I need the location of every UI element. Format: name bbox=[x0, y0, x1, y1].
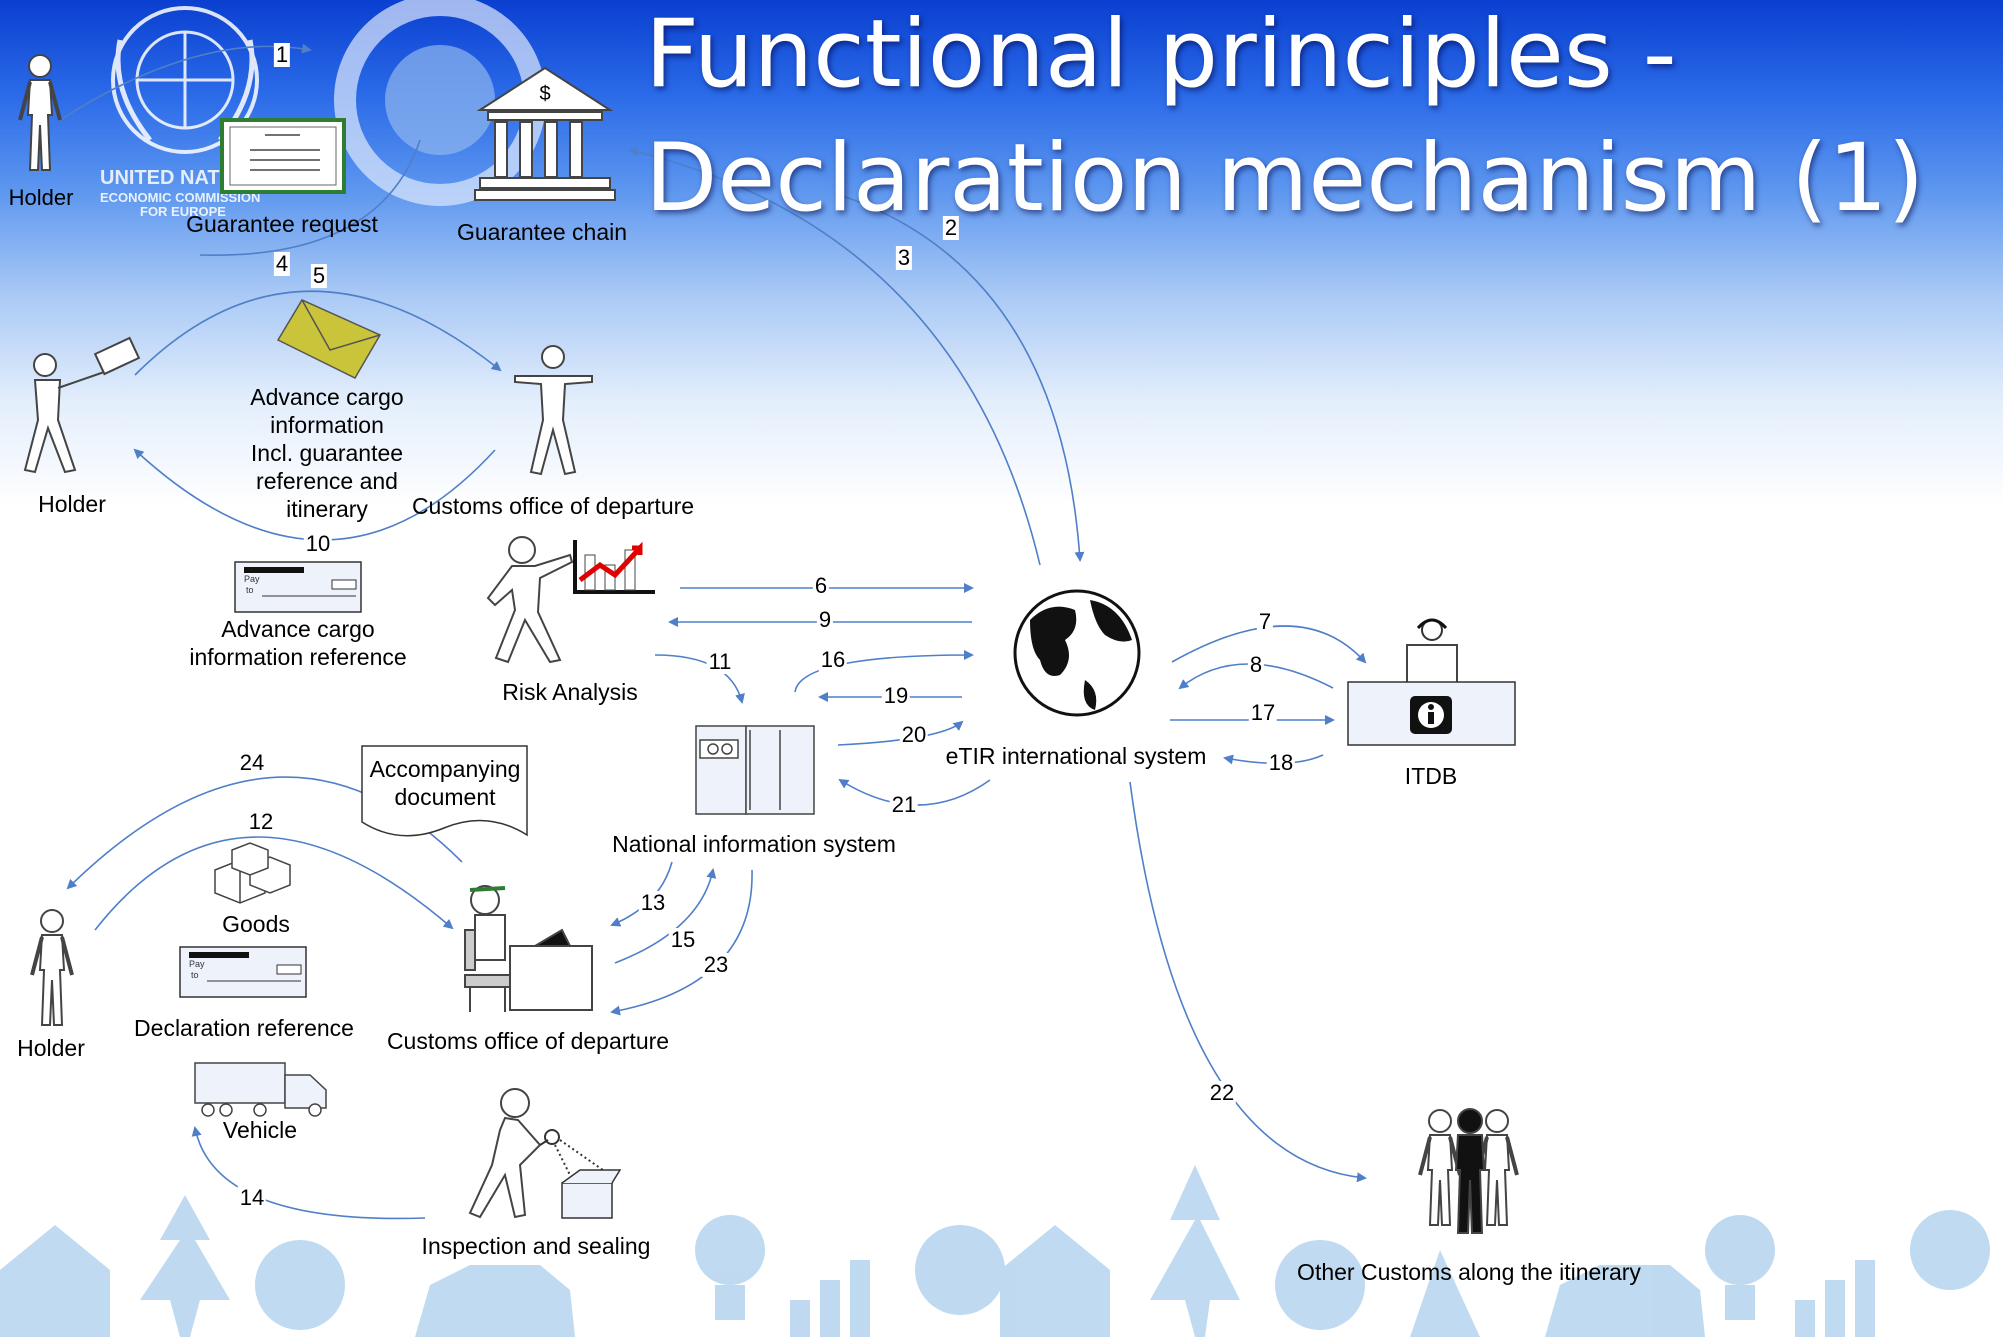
holder-acid-label: Holder bbox=[38, 491, 106, 517]
step-17: 17 bbox=[1248, 700, 1278, 725]
step-19: 19 bbox=[881, 683, 911, 708]
acid-reference-label: Advance cargo information reference bbox=[189, 616, 407, 670]
arrow-2 bbox=[839, 194, 1085, 562]
risk-analysis-figure bbox=[486, 536, 574, 664]
step-14: 14 bbox=[237, 1185, 267, 1210]
declaration-reference-cheque-icon: Pay to bbox=[179, 946, 307, 998]
svg-text:Pay: Pay bbox=[189, 959, 205, 969]
itdb-label: ITDB bbox=[1404, 763, 1458, 789]
document-icon bbox=[361, 745, 528, 837]
box-icon bbox=[561, 1169, 622, 1219]
bank-icon bbox=[474, 66, 616, 201]
customs-officer-figure bbox=[514, 345, 593, 476]
flow-arrows bbox=[59, 43, 1367, 1220]
inspection-label: Inspection and sealing bbox=[421, 1233, 651, 1259]
arrow-5 bbox=[134, 290, 502, 376]
step-15: 15 bbox=[668, 927, 698, 952]
step-16: 16 bbox=[818, 647, 848, 672]
magnifier-icon bbox=[539, 1129, 611, 1186]
accompanying-document-label: Accompanying document bbox=[369, 756, 521, 810]
step-10: 10 bbox=[303, 531, 333, 556]
chart-icon bbox=[573, 540, 655, 594]
step-5: 5 bbox=[310, 263, 328, 288]
arrow-3 bbox=[628, 147, 1041, 566]
customs-departure-1-label: Customs office of departure bbox=[411, 493, 695, 519]
holder-top-figure bbox=[18, 53, 62, 172]
vehicle-label: Vehicle bbox=[222, 1117, 298, 1143]
bank-dollar-symbol: $ bbox=[539, 83, 551, 105]
truck-icon bbox=[194, 1062, 327, 1117]
boxes-icon bbox=[214, 842, 291, 904]
arrow-4 bbox=[199, 139, 421, 256]
guarantee-request-label: Guarantee request bbox=[186, 211, 378, 237]
step-13: 13 bbox=[638, 890, 668, 915]
step-21: 21 bbox=[889, 792, 919, 817]
holder-bottom-figure bbox=[30, 908, 74, 1027]
step-20: 20 bbox=[899, 722, 929, 747]
page-title-line-1: Functional principles - bbox=[645, 0, 1677, 109]
national-system-label: National information system bbox=[612, 831, 896, 857]
etir-label: eTIR international system bbox=[945, 743, 1207, 769]
svg-text:to: to bbox=[246, 585, 254, 595]
desk-clerk-icon bbox=[464, 885, 593, 1012]
svg-text:to: to bbox=[191, 970, 199, 980]
holder-top-label: Holder bbox=[8, 185, 74, 210]
arrow-15 bbox=[614, 868, 717, 964]
arrow-12 bbox=[94, 836, 454, 931]
customs-departure-2-label: Customs office of departure bbox=[386, 1028, 670, 1054]
step-4: 4 bbox=[273, 251, 291, 276]
certificate-icon bbox=[220, 118, 346, 194]
step-24: 24 bbox=[237, 750, 267, 775]
server-icon bbox=[695, 725, 815, 815]
step-23: 23 bbox=[701, 952, 731, 977]
acid-label: Advance cargo information Incl. guarante… bbox=[250, 384, 404, 522]
other-customs-label: Other Customs along the itinerary bbox=[1297, 1259, 1641, 1285]
step-7: 7 bbox=[1256, 609, 1274, 634]
step-18: 18 bbox=[1266, 750, 1296, 775]
step-6: 6 bbox=[812, 573, 830, 598]
envelope-icon bbox=[276, 299, 382, 379]
arrow-22 bbox=[1129, 781, 1367, 1183]
declaration-reference-label: Declaration reference bbox=[134, 1015, 354, 1041]
holder-bottom-label: Holder bbox=[17, 1035, 85, 1061]
step-9: 9 bbox=[816, 607, 834, 632]
inspector-figure bbox=[468, 1088, 542, 1219]
guarantee-chain-label: Guarantee chain bbox=[456, 219, 628, 245]
itdb-icon bbox=[1347, 618, 1516, 746]
step-1: 1 bbox=[273, 42, 291, 67]
goods-label: Goods bbox=[222, 911, 290, 937]
arrow-7 bbox=[1171, 625, 1367, 664]
holder-acid-figure bbox=[23, 336, 141, 474]
group-icon bbox=[1418, 1108, 1519, 1234]
step-3: 3 bbox=[895, 245, 913, 270]
step-11: 11 bbox=[706, 649, 734, 674]
page-title-line-2: Declaration mechanism (1) bbox=[645, 124, 1925, 233]
step-8: 8 bbox=[1247, 652, 1265, 677]
acid-reference-cheque-icon: Pay to bbox=[234, 561, 362, 613]
decor-bottom bbox=[0, 1165, 1990, 1337]
step-12: 12 bbox=[246, 809, 276, 834]
risk-analysis-label: Risk Analysis bbox=[502, 679, 638, 705]
step-2: 2 bbox=[942, 215, 960, 240]
step-22: 22 bbox=[1207, 1080, 1237, 1105]
svg-text:Pay: Pay bbox=[244, 574, 260, 584]
svg-text:FOR EUROPE: FOR EUROPE bbox=[140, 204, 226, 219]
globe-icon bbox=[1013, 589, 1141, 717]
